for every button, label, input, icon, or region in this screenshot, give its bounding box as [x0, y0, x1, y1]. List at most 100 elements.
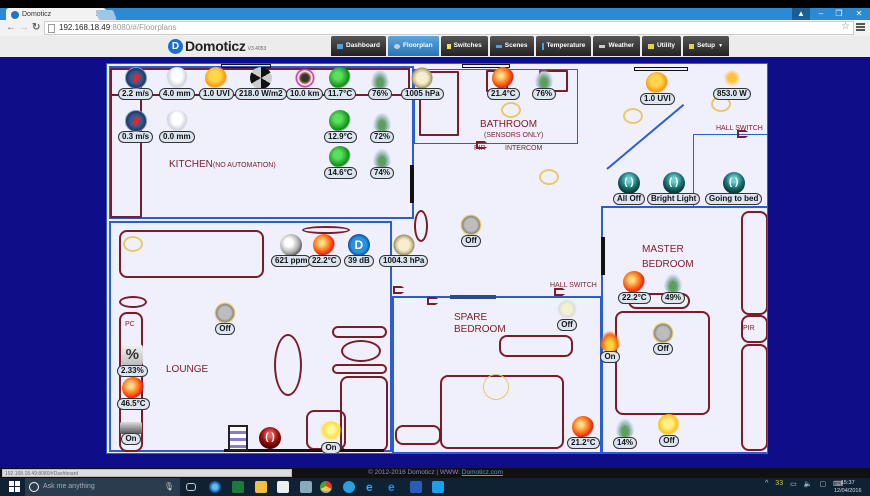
scene-going-to-bed[interactable]: ( )Going to bed	[705, 172, 763, 205]
percentage-sensor[interactable]: %2.33%	[117, 344, 148, 377]
tab-switches[interactable]: Switches	[440, 36, 488, 56]
lounge-bottom-light[interactable]: On	[320, 421, 342, 453]
domoticz-logo[interactable]: D Domoticz V3.4053	[168, 38, 266, 54]
clock-time: 15:37	[840, 480, 855, 486]
master-light-switch[interactable]: Off	[652, 322, 674, 355]
scene-label: Bright Light	[647, 193, 701, 205]
domoticz-link[interactable]: Domoticz.com	[461, 469, 503, 476]
room-label-kitchen: KITCHEN(NO AUTOMATION)	[169, 159, 276, 171]
rain-sensor[interactable]: 0.0 mm	[159, 110, 195, 143]
app-icon[interactable]	[300, 481, 312, 493]
volume-icon[interactable]: 🔈	[803, 481, 813, 488]
air-quality-sensor[interactable]: 621 ppm	[271, 234, 312, 267]
barometer-sensor[interactable]: 1005 hPa	[401, 67, 444, 100]
hall-light-switch[interactable]: Off	[460, 214, 482, 247]
tab-scenes[interactable]: Scenes	[489, 36, 534, 56]
blinds-control[interactable]	[228, 425, 248, 451]
url-input[interactable]: 192.168.18.49:8080/#/Floorplans	[44, 21, 854, 35]
temp-sensor[interactable]: 14.6°C	[324, 146, 357, 179]
new-tab-button[interactable]	[95, 10, 117, 20]
tab-temperature[interactable]: Temperature	[535, 36, 592, 56]
keyboard-icon[interactable]: ⌨	[833, 481, 844, 488]
room-label-spare: SPARE	[454, 312, 488, 323]
tray-badge[interactable]: 33	[775, 480, 784, 487]
device-value: 49%	[661, 292, 686, 304]
hall-room[interactable]	[693, 134, 767, 208]
bookmark-star-icon[interactable]: ☆	[841, 21, 850, 32]
lightbulb-on-icon	[320, 421, 342, 443]
device-value: Off	[653, 343, 673, 355]
solar-radiation-sensor[interactable]: 218.0 W/m2	[235, 67, 287, 100]
thermometer-icon	[541, 42, 544, 50]
tray-chevron-icon[interactable]: ^	[765, 480, 769, 487]
uv-sensor[interactable]: 1.0 UVI	[199, 67, 234, 100]
file-explorer-icon[interactable]	[255, 481, 267, 493]
tab-floorplan[interactable]: Floorplan	[387, 36, 439, 56]
minimize-button[interactable]: –	[818, 9, 824, 18]
lounge-temp-sensor[interactable]: 22.2°C	[308, 234, 341, 267]
master-bedroom-room[interactable]	[601, 206, 767, 453]
excel-icon[interactable]	[232, 481, 244, 493]
word-icon[interactable]	[410, 481, 422, 493]
wind-sensor[interactable]: 0.3 m/s	[118, 110, 154, 143]
visibility-sensor[interactable]: 10.0 km	[286, 67, 324, 100]
master-humidity-sensor[interactable]: 49%	[661, 271, 686, 304]
action-center-icon[interactable]: ▢	[819, 481, 827, 488]
spare-temp-sensor[interactable]: 21.2°C	[567, 416, 600, 449]
lounge-barometer[interactable]: 1004.3 hPa	[379, 234, 429, 267]
cpu-temp-sensor[interactable]: 46.5°C	[117, 377, 150, 410]
master-temp-sensor[interactable]: 22.2°C	[618, 271, 651, 304]
taskbar-clock[interactable]: 15:37 12/04/2016	[834, 479, 862, 495]
lightbulb-off-icon	[556, 298, 578, 320]
bathroom-temp-sensor[interactable]: 21.4°C	[487, 67, 520, 100]
master-humidity-sensor-2[interactable]: 14%	[613, 416, 638, 449]
bathroom-humidity-sensor[interactable]: 76%	[532, 67, 557, 100]
compass-icon	[124, 67, 147, 89]
edge-icon[interactable]: e	[388, 480, 395, 494]
store-icon[interactable]	[277, 481, 289, 493]
microphone-icon[interactable]: 🎙	[163, 482, 174, 491]
tab-weather[interactable]: Weather	[593, 36, 640, 56]
heater-switch[interactable]: On	[599, 330, 621, 363]
app-icon[interactable]	[209, 481, 221, 493]
scene-red-button[interactable]: ( )	[259, 427, 281, 449]
tab-label: Dashboard	[346, 42, 380, 49]
chrome-menu-icon[interactable]	[856, 23, 865, 31]
skype-icon[interactable]	[343, 481, 355, 493]
scene-bright-light[interactable]: ( )Bright Light	[647, 172, 701, 205]
wind-sensor[interactable]: 2.2 m/s	[118, 67, 154, 100]
page-icon	[48, 24, 55, 33]
network-icon[interactable]: ▭	[790, 481, 797, 488]
back-icon[interactable]: ←	[6, 22, 16, 33]
daylight-switch[interactable]: Off	[658, 414, 680, 447]
reload-icon[interactable]: ↻	[32, 22, 41, 33]
restore-button[interactable]: ❐	[835, 9, 843, 18]
lounge-shelf	[302, 226, 350, 234]
temp-sensor[interactable]: 12.9°C	[324, 110, 357, 143]
chrome-icon[interactable]	[320, 481, 332, 493]
temp-sensor[interactable]: 11.7°C	[324, 67, 357, 100]
humidity-sensor[interactable]: 72%	[370, 110, 395, 143]
power-meter[interactable]: 853.0 W	[713, 67, 751, 100]
user-profile-button[interactable]: ▲	[792, 8, 810, 20]
tab-dashboard[interactable]: Dashboard	[331, 36, 386, 56]
hall-uv-sensor[interactable]: 1.0 UVI	[640, 72, 675, 105]
tab-setup[interactable]: Setup▼	[683, 36, 730, 56]
spare-light-switch[interactable]: Off	[556, 298, 578, 331]
internet-explorer-icon[interactable]: e	[366, 480, 373, 494]
humidity-icon	[662, 271, 684, 293]
scene-all-off[interactable]: ( )All Off	[613, 172, 645, 205]
forward-icon[interactable]: →	[19, 22, 29, 33]
tab-utility[interactable]: Utility	[641, 36, 682, 56]
cortana-search-input[interactable]: Ask me anything 🎙	[25, 478, 180, 496]
task-view-icon[interactable]	[186, 483, 196, 491]
humidity-sensor[interactable]: 74%	[370, 146, 395, 179]
media-switch[interactable]: On	[120, 422, 142, 445]
skype-icon-2[interactable]	[432, 481, 444, 493]
windows-start-icon[interactable]	[9, 481, 20, 492]
humidity-sensor[interactable]: 76%	[368, 67, 393, 100]
rain-sensor[interactable]: 4.0 mm	[159, 67, 195, 100]
close-window-button[interactable]: ✕	[855, 9, 863, 18]
lounge-light-switch[interactable]: Off	[214, 302, 236, 335]
